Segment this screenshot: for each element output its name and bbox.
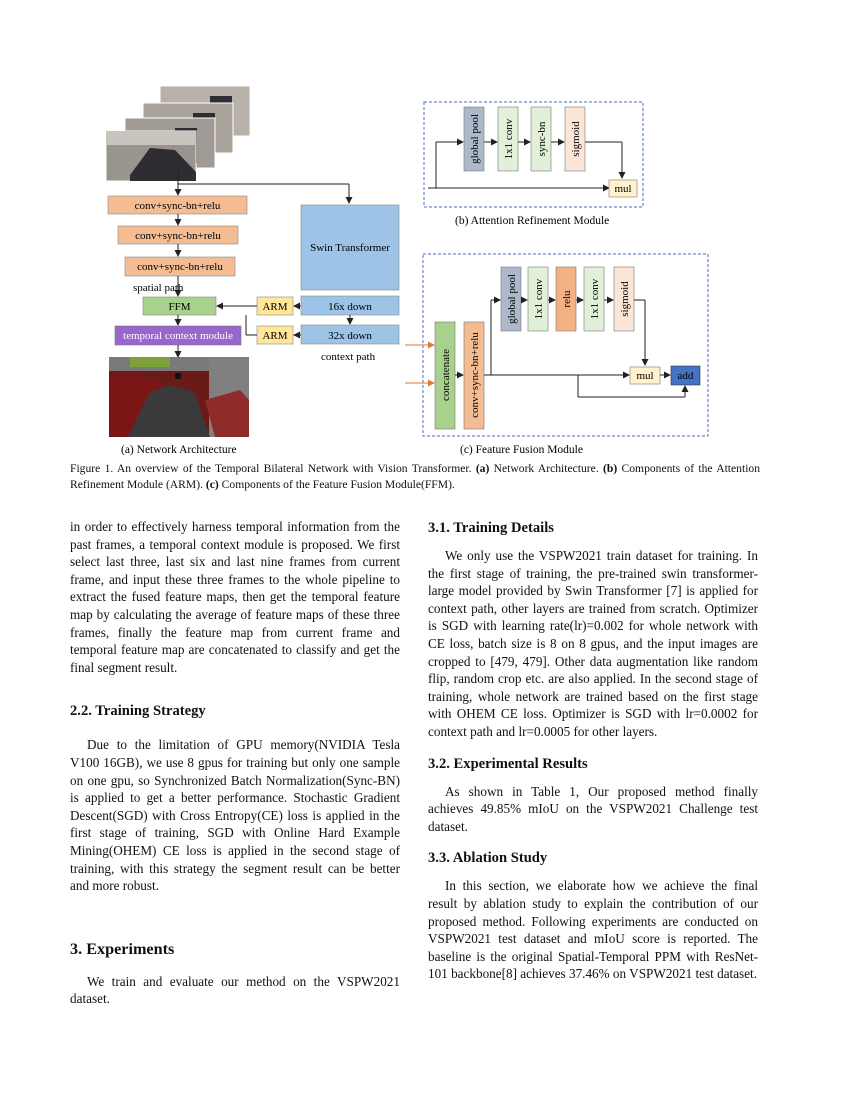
network-architecture: conv+sync-bn+relu conv+sync-bn+relu conv… <box>105 85 400 456</box>
ffm-sigmoid-label: sigmoid <box>619 281 631 317</box>
ffm-caption: (c) Feature Fusion Module <box>460 444 583 456</box>
heading-ablation-study: 3.3. Ablation Study <box>428 850 548 867</box>
caption-c-text: Components of the Feature Fusion Module(… <box>221 478 455 491</box>
paragraph-experiments: We train and evaluate our method on the … <box>70 973 400 1007</box>
paragraph-temporal-context: in order to effectively harness temporal… <box>70 519 400 675</box>
figure-caption: Figure 1. An overview of the Temporal Bi… <box>70 461 760 493</box>
left-column: in order to effectively harness temporal… <box>70 518 400 1008</box>
ffm-relu-label: relu <box>561 290 573 308</box>
arm-block-2-label: ARM <box>262 330 287 342</box>
caption-b-tag: (b) <box>603 462 618 475</box>
arm-sync-bn-label: sync-bn <box>536 121 548 156</box>
conv-block-2-label: conv+sync-bn+relu <box>135 230 221 242</box>
arm-conv-label: 1x1 conv <box>503 118 515 159</box>
arm-conv-block <box>497 106 519 172</box>
heading-experimental-results: 3.2. Experimental Results <box>428 755 588 772</box>
arm-caption: (b) Attention Refinement Module <box>455 215 609 227</box>
caption-c-tag: (c) <box>205 478 219 491</box>
arm-block-1-label: ARM <box>262 301 287 313</box>
heading-experiments: 3. Experiments <box>70 939 175 958</box>
conv-block-1-label: conv+sync-bn+relu <box>135 200 221 212</box>
segmentation-output-image <box>109 357 249 437</box>
ffm-conv2-block <box>583 266 605 332</box>
attention-refinement-module: global pool 1x1 conv sync-bn sigmoid mul… <box>423 101 644 227</box>
ffm-add-label: add <box>678 370 694 382</box>
down-16x-label: 16x down <box>328 301 372 313</box>
ffm-add-block <box>670 365 701 386</box>
conv-block-3 <box>124 256 236 277</box>
ffm-sigmoid-block <box>613 266 635 332</box>
ffm-concatenate-label: concatenate <box>440 349 452 401</box>
paragraph-experimental-results: As shown in Table 1, Our proposed method… <box>428 783 758 834</box>
arm-mul-label: mul <box>614 183 631 195</box>
figure-1: conv+sync-bn+relu conv+sync-bn+relu conv… <box>105 85 709 456</box>
arm-global-pool-label: global pool <box>469 114 481 164</box>
input-frames-image <box>105 85 251 182</box>
paragraph-ablation-study: In this section, we elaborate how we ach… <box>428 878 758 982</box>
feature-fusion-module: concatenate conv+sync-bn+relu global poo… <box>405 253 709 456</box>
arm-global-pool-block <box>463 106 485 172</box>
spatial-path-label: spatial path <box>133 282 184 294</box>
ffm-conv1-block <box>527 266 549 332</box>
arm-mul-block <box>608 179 638 198</box>
paragraph-training-details: We only use the VSPW2021 train dataset f… <box>428 548 758 739</box>
arm-sigmoid-label: sigmoid <box>570 121 582 157</box>
context-path-label: context path <box>321 351 376 363</box>
arm-sigmoid-block <box>564 106 586 172</box>
temporal-context-label: temporal context module <box>123 330 233 342</box>
heading-training-details: 3.1. Training Details <box>428 520 554 536</box>
swin-transformer-block <box>300 204 400 291</box>
caption-a-text: Network Architecture. <box>493 462 599 475</box>
right-column: 3.1. Training Details We only use the VS… <box>428 518 758 983</box>
swin-transformer-label: Swin Transformer <box>310 242 390 254</box>
ffm-block-label: FFM <box>168 301 190 313</box>
arm-sync-bn-block <box>530 106 552 172</box>
caption-a-tag: (a) <box>475 462 490 475</box>
heading-training-strategy: 2.2. Training Strategy <box>70 703 206 720</box>
caption-lead: Figure 1. An overview of the Temporal Bi… <box>70 462 472 475</box>
conv-block-3-label: conv+sync-bn+relu <box>137 261 223 273</box>
ffm-mul-label: mul <box>636 370 653 382</box>
down-32x-label: 32x down <box>328 330 372 342</box>
ffm-relu-block <box>555 266 577 332</box>
caption-b-text: Components of the Attention Refinement M… <box>70 462 761 491</box>
paragraph-training-strategy: Due to the limitation of GPU memory(NVID… <box>70 737 400 894</box>
network-architecture-caption: (a) Network Architecture <box>121 444 237 456</box>
ffm-global-pool-label: global pool <box>506 274 518 324</box>
ffm-conv-label: conv+sync-bn+relu <box>469 332 481 418</box>
ffm-conv1-label: 1x1 conv <box>533 278 545 319</box>
ffm-conv2-label: 1x1 conv <box>589 278 601 319</box>
